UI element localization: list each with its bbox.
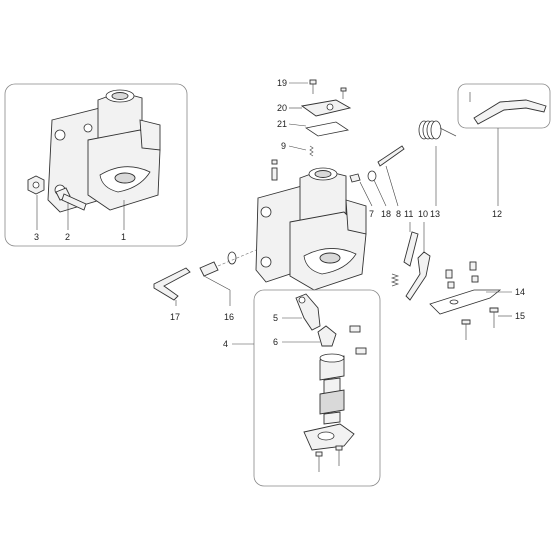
bolts-part-15 <box>461 307 499 340</box>
bracket-part-5 <box>295 293 321 331</box>
rod-part-8 <box>377 145 405 167</box>
label-8: 8 <box>396 209 401 219</box>
label-1: 1 <box>121 232 126 242</box>
bottom-assembly-frame <box>253 289 381 487</box>
label-12: 12 <box>492 209 502 219</box>
washer-part-18 <box>367 170 377 182</box>
spring-part-11 <box>390 231 419 287</box>
spring-part-9 <box>309 145 314 157</box>
hitch-body-left <box>47 89 161 213</box>
part-12-frame <box>457 83 551 129</box>
base-plate <box>303 423 355 451</box>
label-16: 16 <box>224 312 234 322</box>
pin-part-7 <box>349 173 361 183</box>
label-7: 7 <box>369 209 374 219</box>
lever-part-12 <box>469 92 547 125</box>
fitting-part-16 <box>199 249 257 277</box>
lever-part-17 <box>153 267 191 301</box>
cover-plate-part-20 <box>300 99 352 117</box>
bottom-screws <box>315 445 343 472</box>
gasket-part-21 <box>304 121 350 137</box>
label-9: 9 <box>281 141 286 151</box>
coil-spring-part-13 <box>418 120 457 140</box>
bolt-part-2 <box>55 187 87 211</box>
label-6: 6 <box>273 337 278 347</box>
plate-part-14 <box>429 261 502 315</box>
left-assembly-frame <box>4 83 188 247</box>
label-21: 21 <box>277 119 287 129</box>
label-11: 11 <box>404 209 413 219</box>
label-17: 17 <box>170 312 180 322</box>
plunger-assembly-part-6 <box>317 325 367 425</box>
label-5: 5 <box>273 313 278 323</box>
latch-part-10 <box>405 251 431 301</box>
label-3: 3 <box>34 232 39 242</box>
label-15: 15 <box>515 311 525 321</box>
screw-part-19 <box>309 79 347 99</box>
label-4: 4 <box>223 339 228 349</box>
nut-part-3 <box>27 175 45 195</box>
label-19: 19 <box>277 78 287 88</box>
label-18: 18 <box>381 209 391 219</box>
label-10: 10 <box>418 209 428 219</box>
grease-nipple <box>271 159 278 181</box>
label-20: 20 <box>277 103 287 113</box>
hitch-body-main <box>255 167 367 291</box>
label-2: 2 <box>65 232 70 242</box>
label-13: 13 <box>430 209 440 219</box>
label-14: 14 <box>515 287 525 297</box>
